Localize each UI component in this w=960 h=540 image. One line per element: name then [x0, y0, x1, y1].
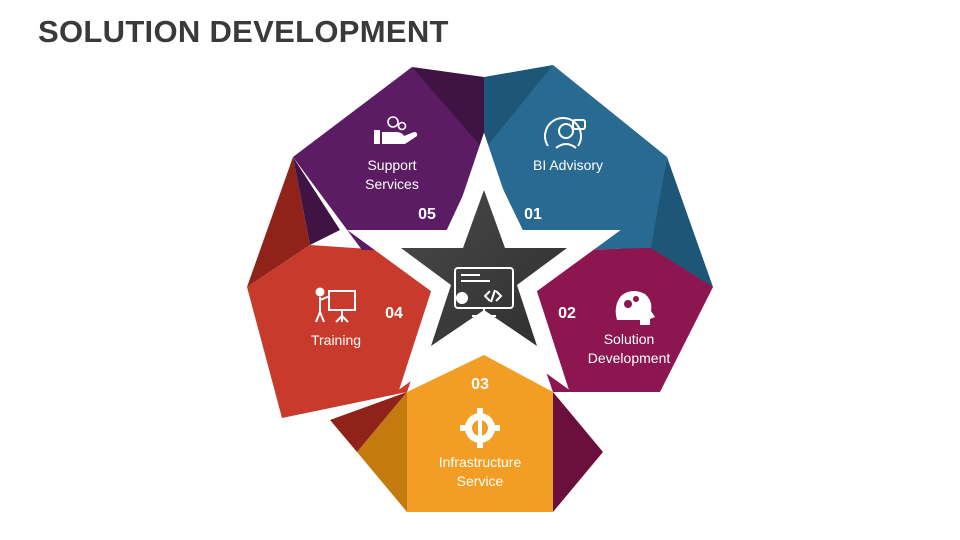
- gear-wrench-icon: [460, 408, 500, 448]
- segment-03-label-line2: Service: [457, 473, 504, 489]
- segment-05-label-line1: Support: [367, 157, 416, 173]
- page-title: SOLUTION DEVELOPMENT: [38, 14, 449, 49]
- advisory-head-icon: [544, 117, 586, 149]
- segment-04-label: Training: [311, 332, 361, 348]
- segment-03-number: 03: [471, 376, 489, 393]
- segment-05: [293, 67, 484, 251]
- segment-02-label-line2: Development: [588, 350, 671, 366]
- segment-04: [247, 245, 445, 418]
- segment-05-label-line2: Services: [365, 176, 419, 192]
- head-gears-icon: [615, 290, 655, 325]
- segment-01-number: 01: [524, 206, 542, 223]
- segment-03-label-line1: Infrastructure: [439, 454, 522, 470]
- hand-gears-icon: [374, 116, 418, 144]
- segment-02-number: 02: [558, 305, 576, 322]
- segment-04-number: 04: [385, 305, 403, 322]
- segment-02: [515, 248, 713, 392]
- presenter-board-icon: [315, 287, 356, 323]
- segment-01: [484, 65, 667, 251]
- segment-02-label-line1: Solution: [604, 331, 655, 347]
- monitor-code-icon: [454, 267, 514, 317]
- segment-01-label: BI Advisory: [533, 157, 603, 173]
- segment-05-number: 05: [418, 206, 436, 223]
